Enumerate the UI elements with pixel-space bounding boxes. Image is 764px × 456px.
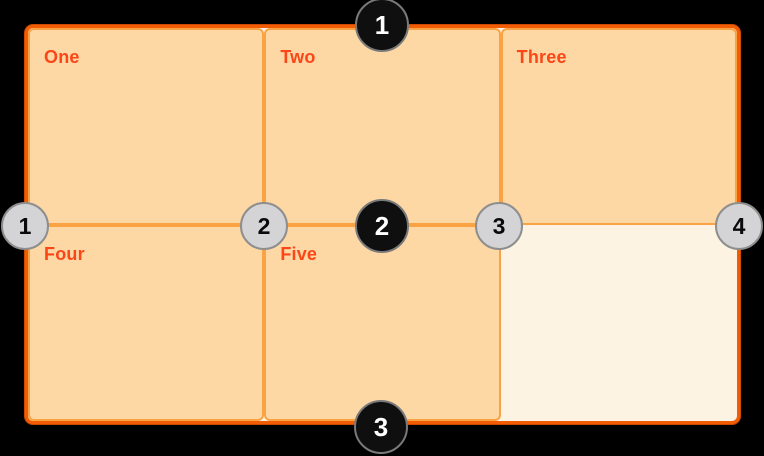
column-line-badge-1: 1 (1, 202, 49, 250)
row-line-badge-3: 3 (354, 400, 408, 454)
grid-cell-three: Three (500, 28, 737, 225)
cell-label-four: Four (44, 243, 85, 264)
cell-label-one: One (44, 47, 80, 67)
grid-cell-four: Four (28, 224, 265, 421)
column-line-badge-3: 3 (475, 202, 523, 250)
cell-label-five: Five (280, 243, 318, 264)
cell-label-two: Two (280, 47, 316, 67)
column-line-badge-2: 2 (240, 202, 288, 250)
row-line-badge-2: 2 (355, 199, 409, 253)
cell-label-three: Three (516, 47, 567, 67)
grid-cell-two: Two (264, 28, 501, 225)
grid-cell-five: Five (264, 224, 501, 421)
grid-inner: One Two Three Four Five (28, 28, 737, 421)
row-line-badge-1: 1 (355, 0, 409, 52)
grid-container: One Two Three Four Five (25, 25, 740, 424)
grid-cell-empty (501, 225, 737, 422)
grid-cell-one: One (28, 28, 265, 225)
column-line-badge-4: 4 (715, 202, 763, 250)
